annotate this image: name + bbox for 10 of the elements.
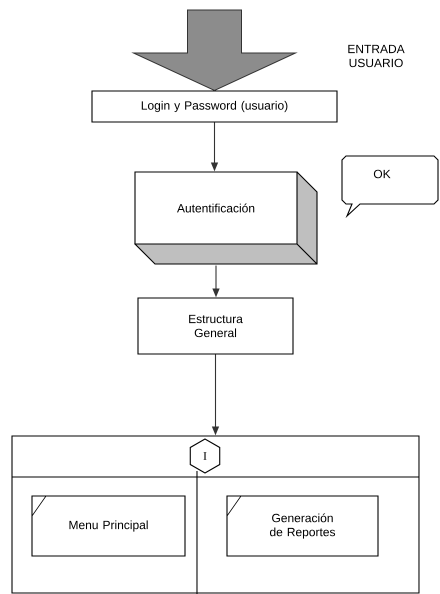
process-box: Login y Password (usuario) (91, 90, 338, 123)
block-arrow (131, 10, 298, 91)
extruded-box: Autentificación (134, 171, 318, 265)
module-box: Generación de Reportes (226, 495, 379, 557)
hexagon-connector: I (190, 438, 220, 474)
module-frame (11, 435, 420, 594)
module-box: Menu Principal (31, 495, 186, 557)
note-label: ENTRADA USUARIO (348, 44, 405, 68)
speech-bubble: OK (341, 155, 439, 218)
process-box: Estructura General (137, 297, 294, 355)
